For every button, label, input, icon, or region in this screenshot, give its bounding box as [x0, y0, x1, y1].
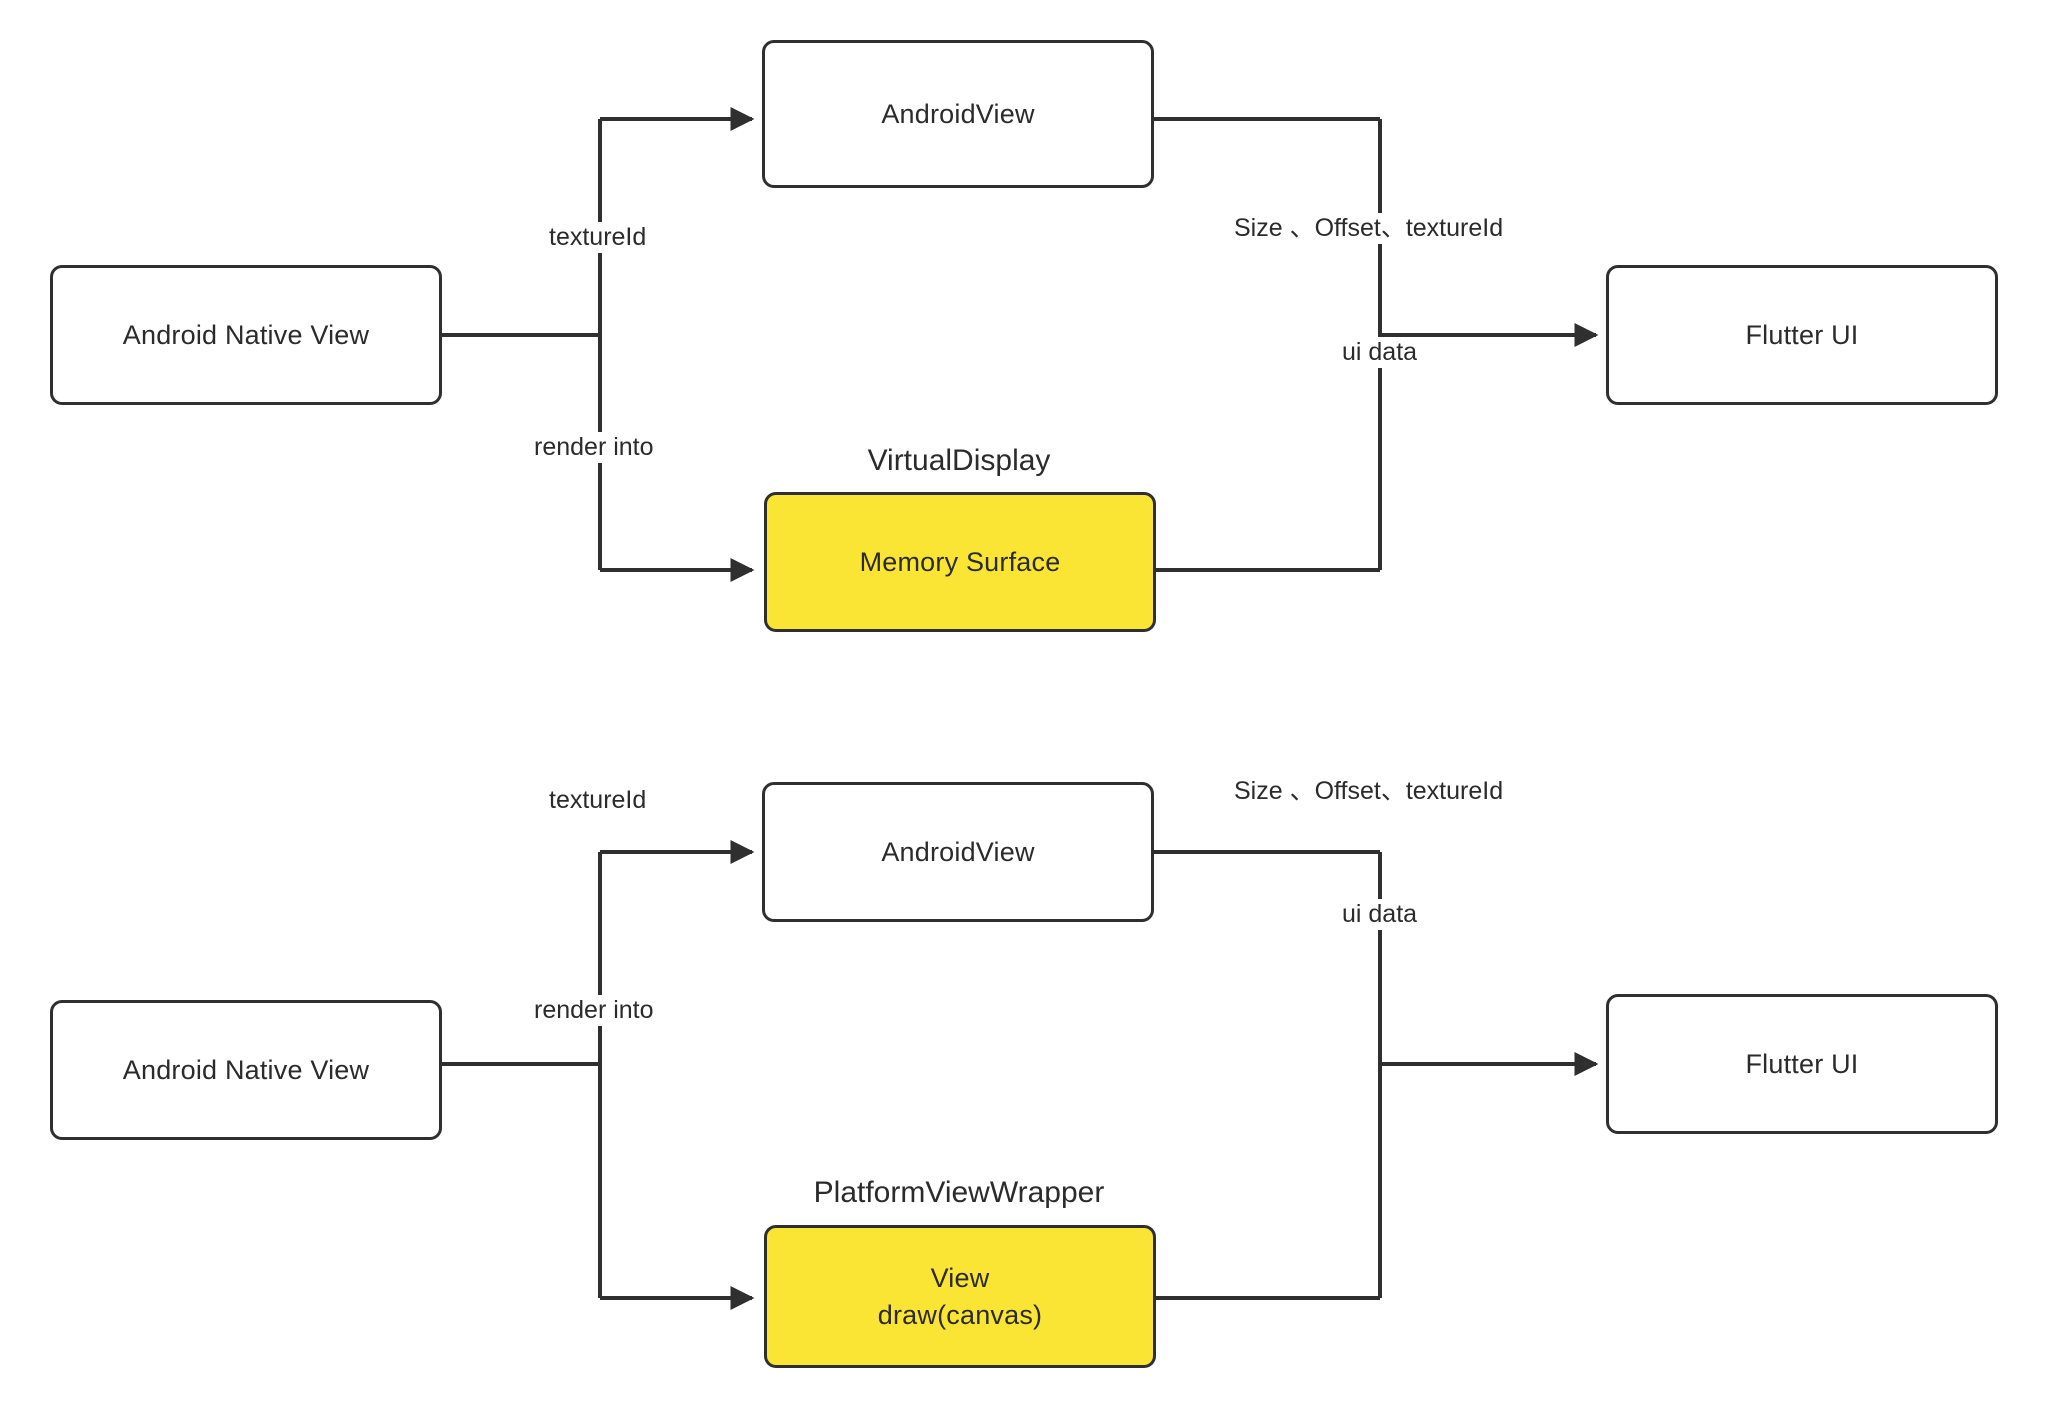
edge-label-ui-data-top: ui data	[1336, 337, 1424, 368]
node-android-native-view-top[interactable]: Android Native View	[50, 265, 442, 405]
node-label: Flutter UI	[1745, 319, 1859, 350]
node-flutter-ui-top[interactable]: Flutter UI	[1606, 265, 1998, 405]
edge-label-texture-id-bottom: textureId	[543, 785, 653, 816]
node-label: Android Native View	[122, 319, 370, 350]
node-label: Memory Surface	[859, 546, 1061, 577]
node-label: View draw(canvas)	[877, 1263, 1043, 1330]
node-label: Android Native View	[122, 1054, 370, 1085]
node-android-native-view-bottom[interactable]: Android Native View	[50, 1000, 442, 1140]
node-memory-surface[interactable]: Memory Surface	[764, 492, 1156, 632]
edge-label-size-offset-textureid-top: Size 、Offset、textureId	[1228, 213, 1510, 244]
node-platform-view[interactable]: View draw(canvas)	[764, 1225, 1156, 1368]
node-android-view-top[interactable]: AndroidView	[762, 40, 1154, 188]
node-label: AndroidView	[881, 98, 1035, 129]
node-label: Flutter UI	[1745, 1048, 1859, 1079]
edge-label-size-offset-textureid-bottom: Size 、Offset、textureId	[1228, 776, 1510, 807]
edge-label-ui-data-bottom: ui data	[1336, 899, 1424, 930]
group-title-virtual-display: VirtualDisplay	[867, 444, 1051, 477]
group-title-platform-view-wrapper: PlatformViewWrapper	[813, 1176, 1105, 1209]
node-label: AndroidView	[881, 836, 1035, 867]
edge-label-render-into-top: render into	[528, 432, 660, 463]
node-android-view-bottom[interactable]: AndroidView	[762, 782, 1154, 922]
edge-label-render-into-bottom: render into	[528, 995, 660, 1026]
edge-label-texture-id-top: textureId	[543, 222, 653, 253]
node-flutter-ui-bottom[interactable]: Flutter UI	[1606, 994, 1998, 1134]
